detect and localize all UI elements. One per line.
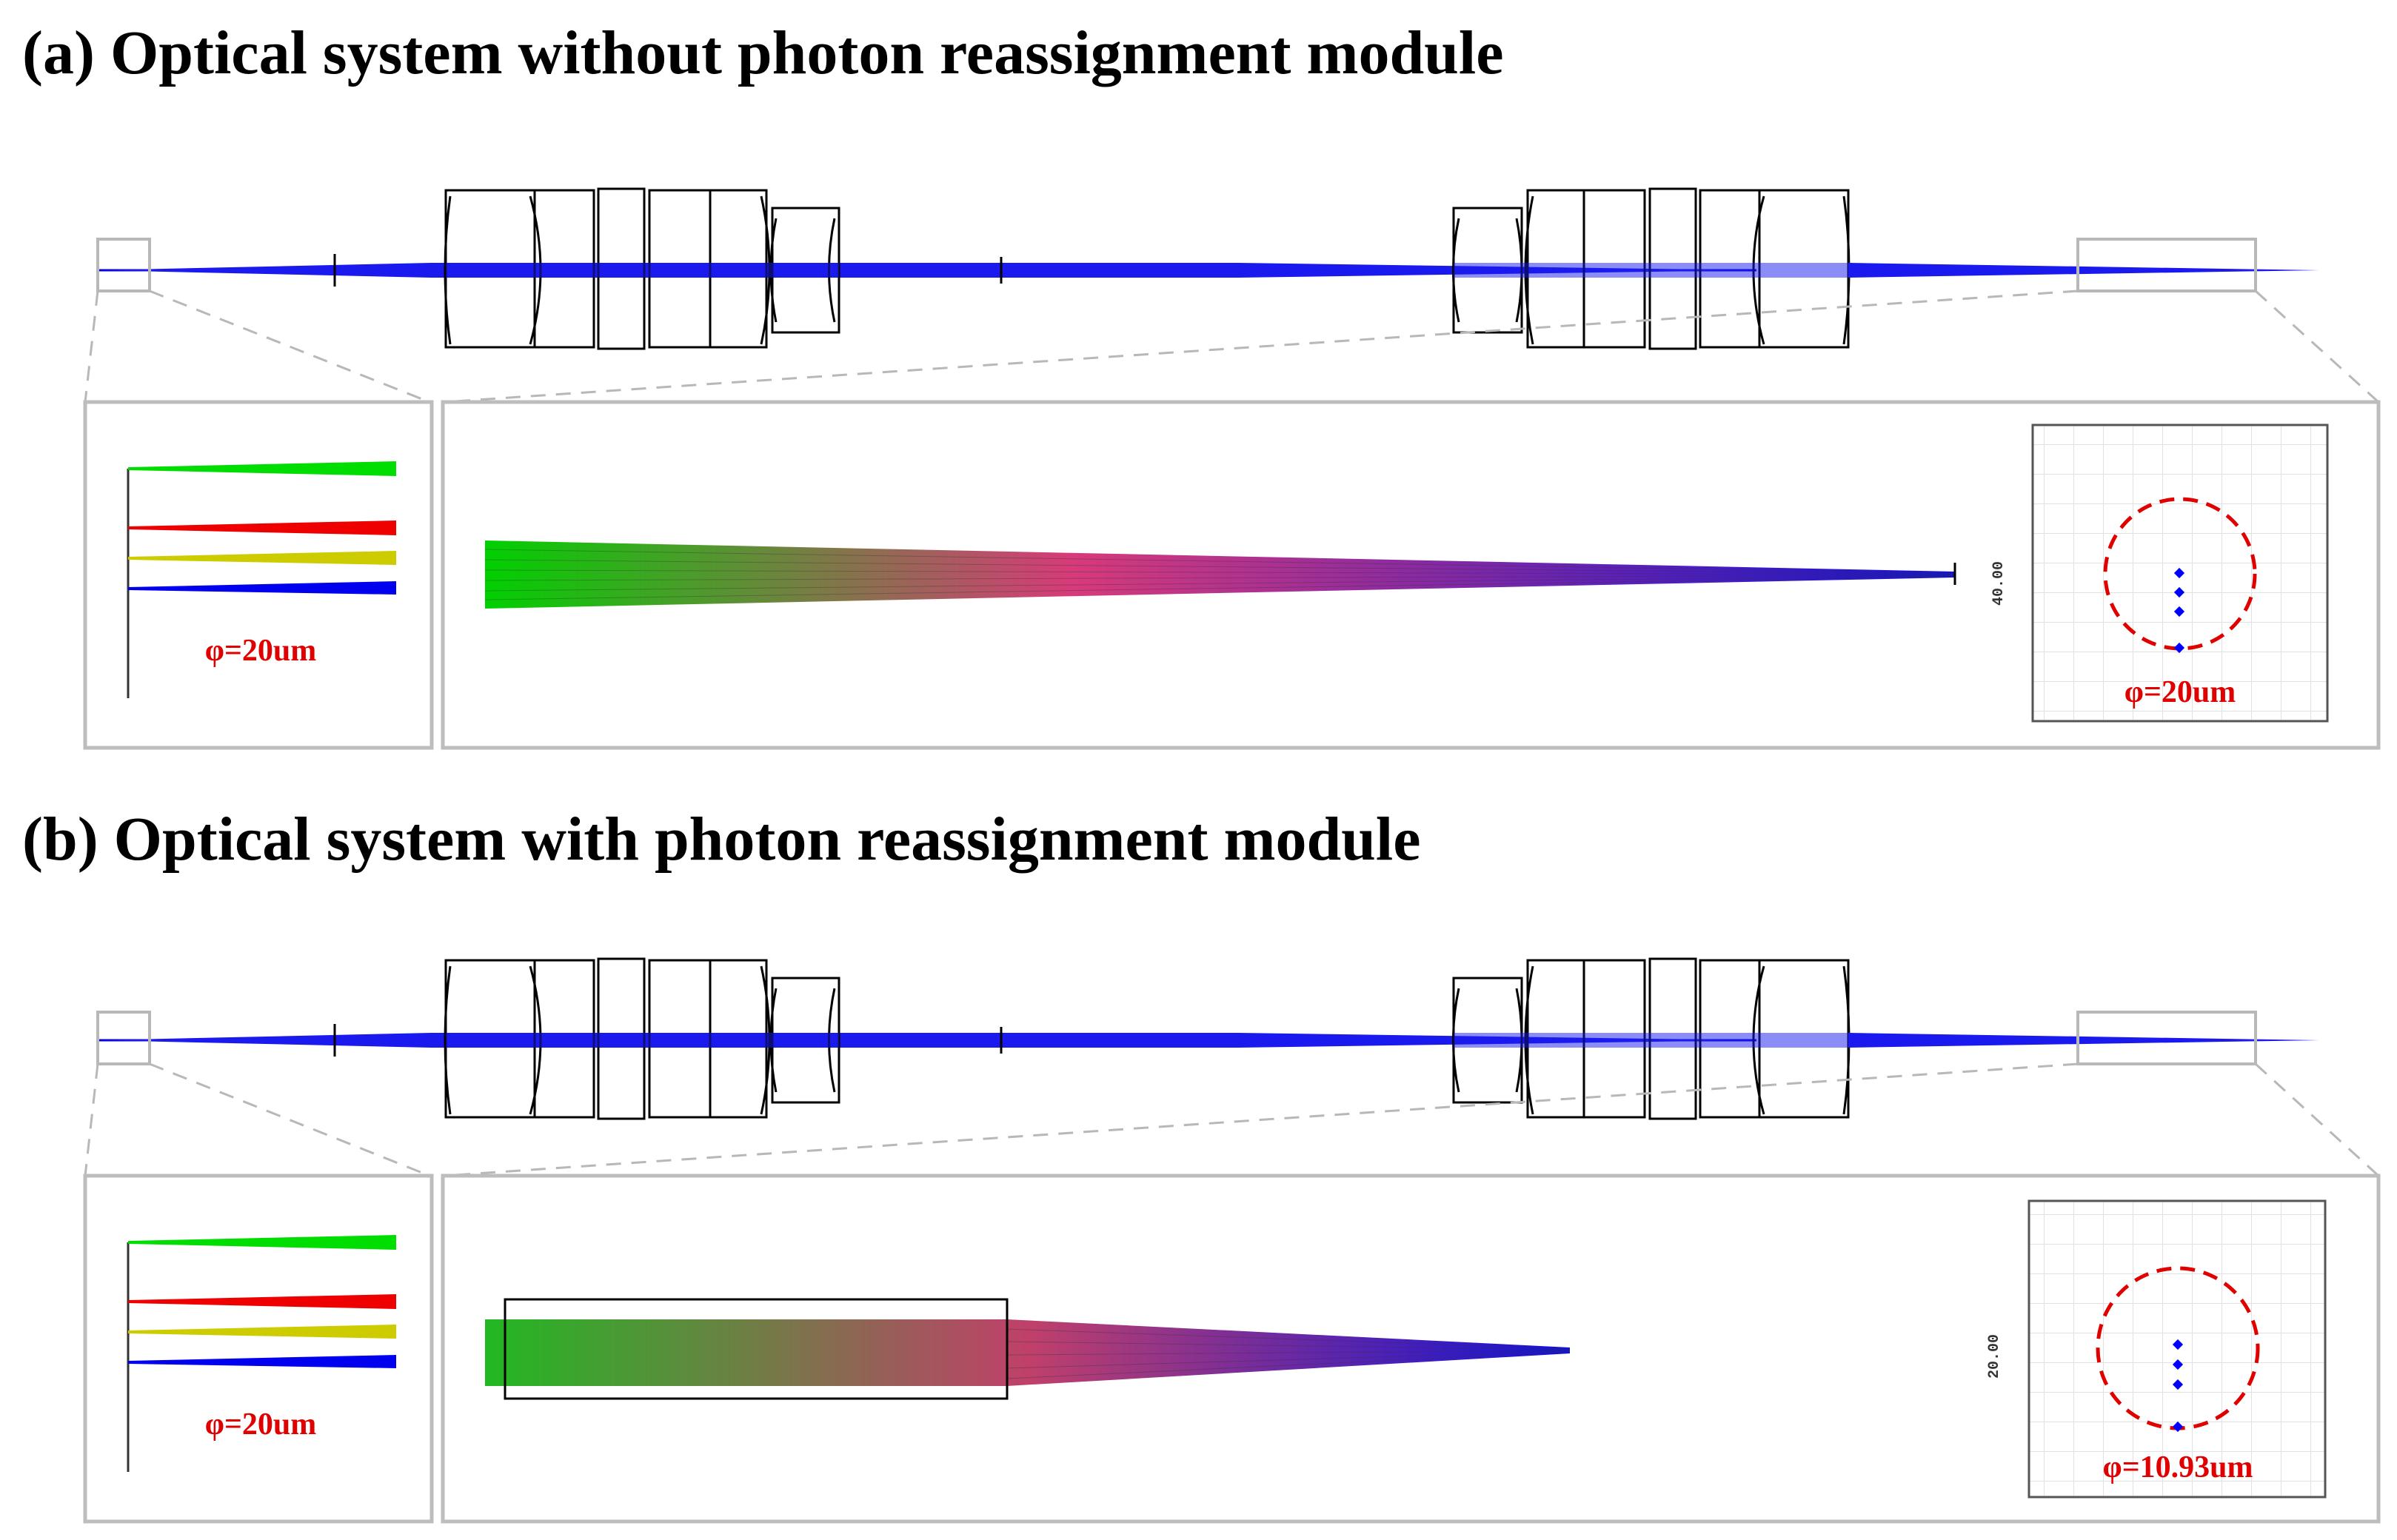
reassignment-module-block — [504, 1298, 1009, 1400]
converging-beam-a — [484, 540, 1956, 609]
spot-scale-label-b: 20.00 — [1986, 1334, 2003, 1379]
spot-diagram-label-b: φ=10.93um — [2103, 1450, 2253, 1484]
panel-a-title: (a) Optical system without photon reassi… — [22, 19, 1504, 87]
left-inset-label-b: φ=20um — [205, 1407, 317, 1442]
spot-diagram-label-a: φ=20um — [2124, 675, 2236, 709]
image-zoom-box-a — [2076, 238, 2257, 292]
airy-circle-a — [2103, 497, 2257, 651]
system-layout-b — [96, 957, 2321, 1120]
left-inset-label-a: φ=20um — [205, 634, 317, 668]
zoom-callout-lines-b — [84, 1062, 2380, 1177]
left-inset-b — [83, 1174, 434, 1524]
spot-scale-label-a: 40.00 — [1990, 561, 2007, 606]
image-zoom-box-b — [2076, 1011, 2257, 1065]
panel-b-title: (b) Optical system with photon reassignm… — [22, 805, 1421, 874]
converging-beam-b — [485, 1298, 1571, 1400]
left-inset-a — [83, 400, 434, 750]
panel-b: φ=20um 20.00 φ=10.93um — [83, 957, 2381, 1524]
zoom-callout-lines-a — [84, 289, 2380, 404]
spot-diagram-a: φ=20um — [2031, 424, 2329, 723]
system-layout-a — [96, 187, 2321, 350]
spot-diagram-b: φ=10.93um — [2027, 1199, 2327, 1499]
object-zoom-box-a — [96, 238, 151, 292]
object-zoom-box-b — [96, 1011, 151, 1065]
panel-a: φ=20um 40.00 φ=20um — [83, 187, 2381, 750]
